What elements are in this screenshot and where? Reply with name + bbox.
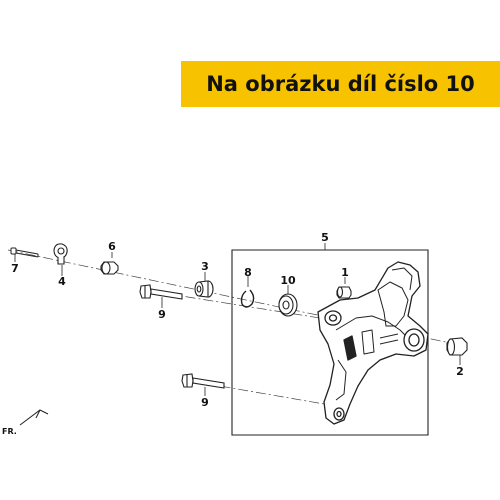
part-7-screw [10, 247, 39, 258]
callout-4: 4 [58, 275, 66, 288]
callout-8: 8 [244, 266, 252, 279]
part-9-bolt-lower [181, 373, 225, 389]
part-9-bolt-upper [139, 284, 183, 300]
part-4-clip-nut [53, 243, 68, 265]
front-direction-arrow [19, 409, 49, 426]
part-10-washer [278, 293, 298, 317]
part-5-bracket-arm [317, 261, 429, 425]
part-3-flanged-bushing [194, 280, 214, 298]
highlight-banner: Na obrázku díl číslo 10 [181, 61, 500, 107]
callout-9-lower: 9 [201, 396, 209, 409]
subassembly-frame [231, 249, 429, 436]
part-6-bushing [100, 261, 119, 275]
callout-7: 7 [11, 262, 19, 275]
callout-9-upper: 9 [158, 308, 166, 321]
part-1-collar [336, 286, 352, 299]
callout-2: 2 [456, 365, 464, 378]
front-direction-label: FR. [2, 427, 17, 436]
part-8-snap-ring [240, 289, 255, 308]
callout-1: 1 [341, 266, 349, 279]
callout-3: 3 [201, 260, 209, 273]
callout-6: 6 [108, 240, 116, 253]
banner-text: Na obrázku díl číslo 10 [206, 72, 475, 96]
callout-10: 10 [280, 274, 296, 287]
callout-5: 5 [321, 231, 329, 244]
part-2-bushing [446, 337, 468, 356]
